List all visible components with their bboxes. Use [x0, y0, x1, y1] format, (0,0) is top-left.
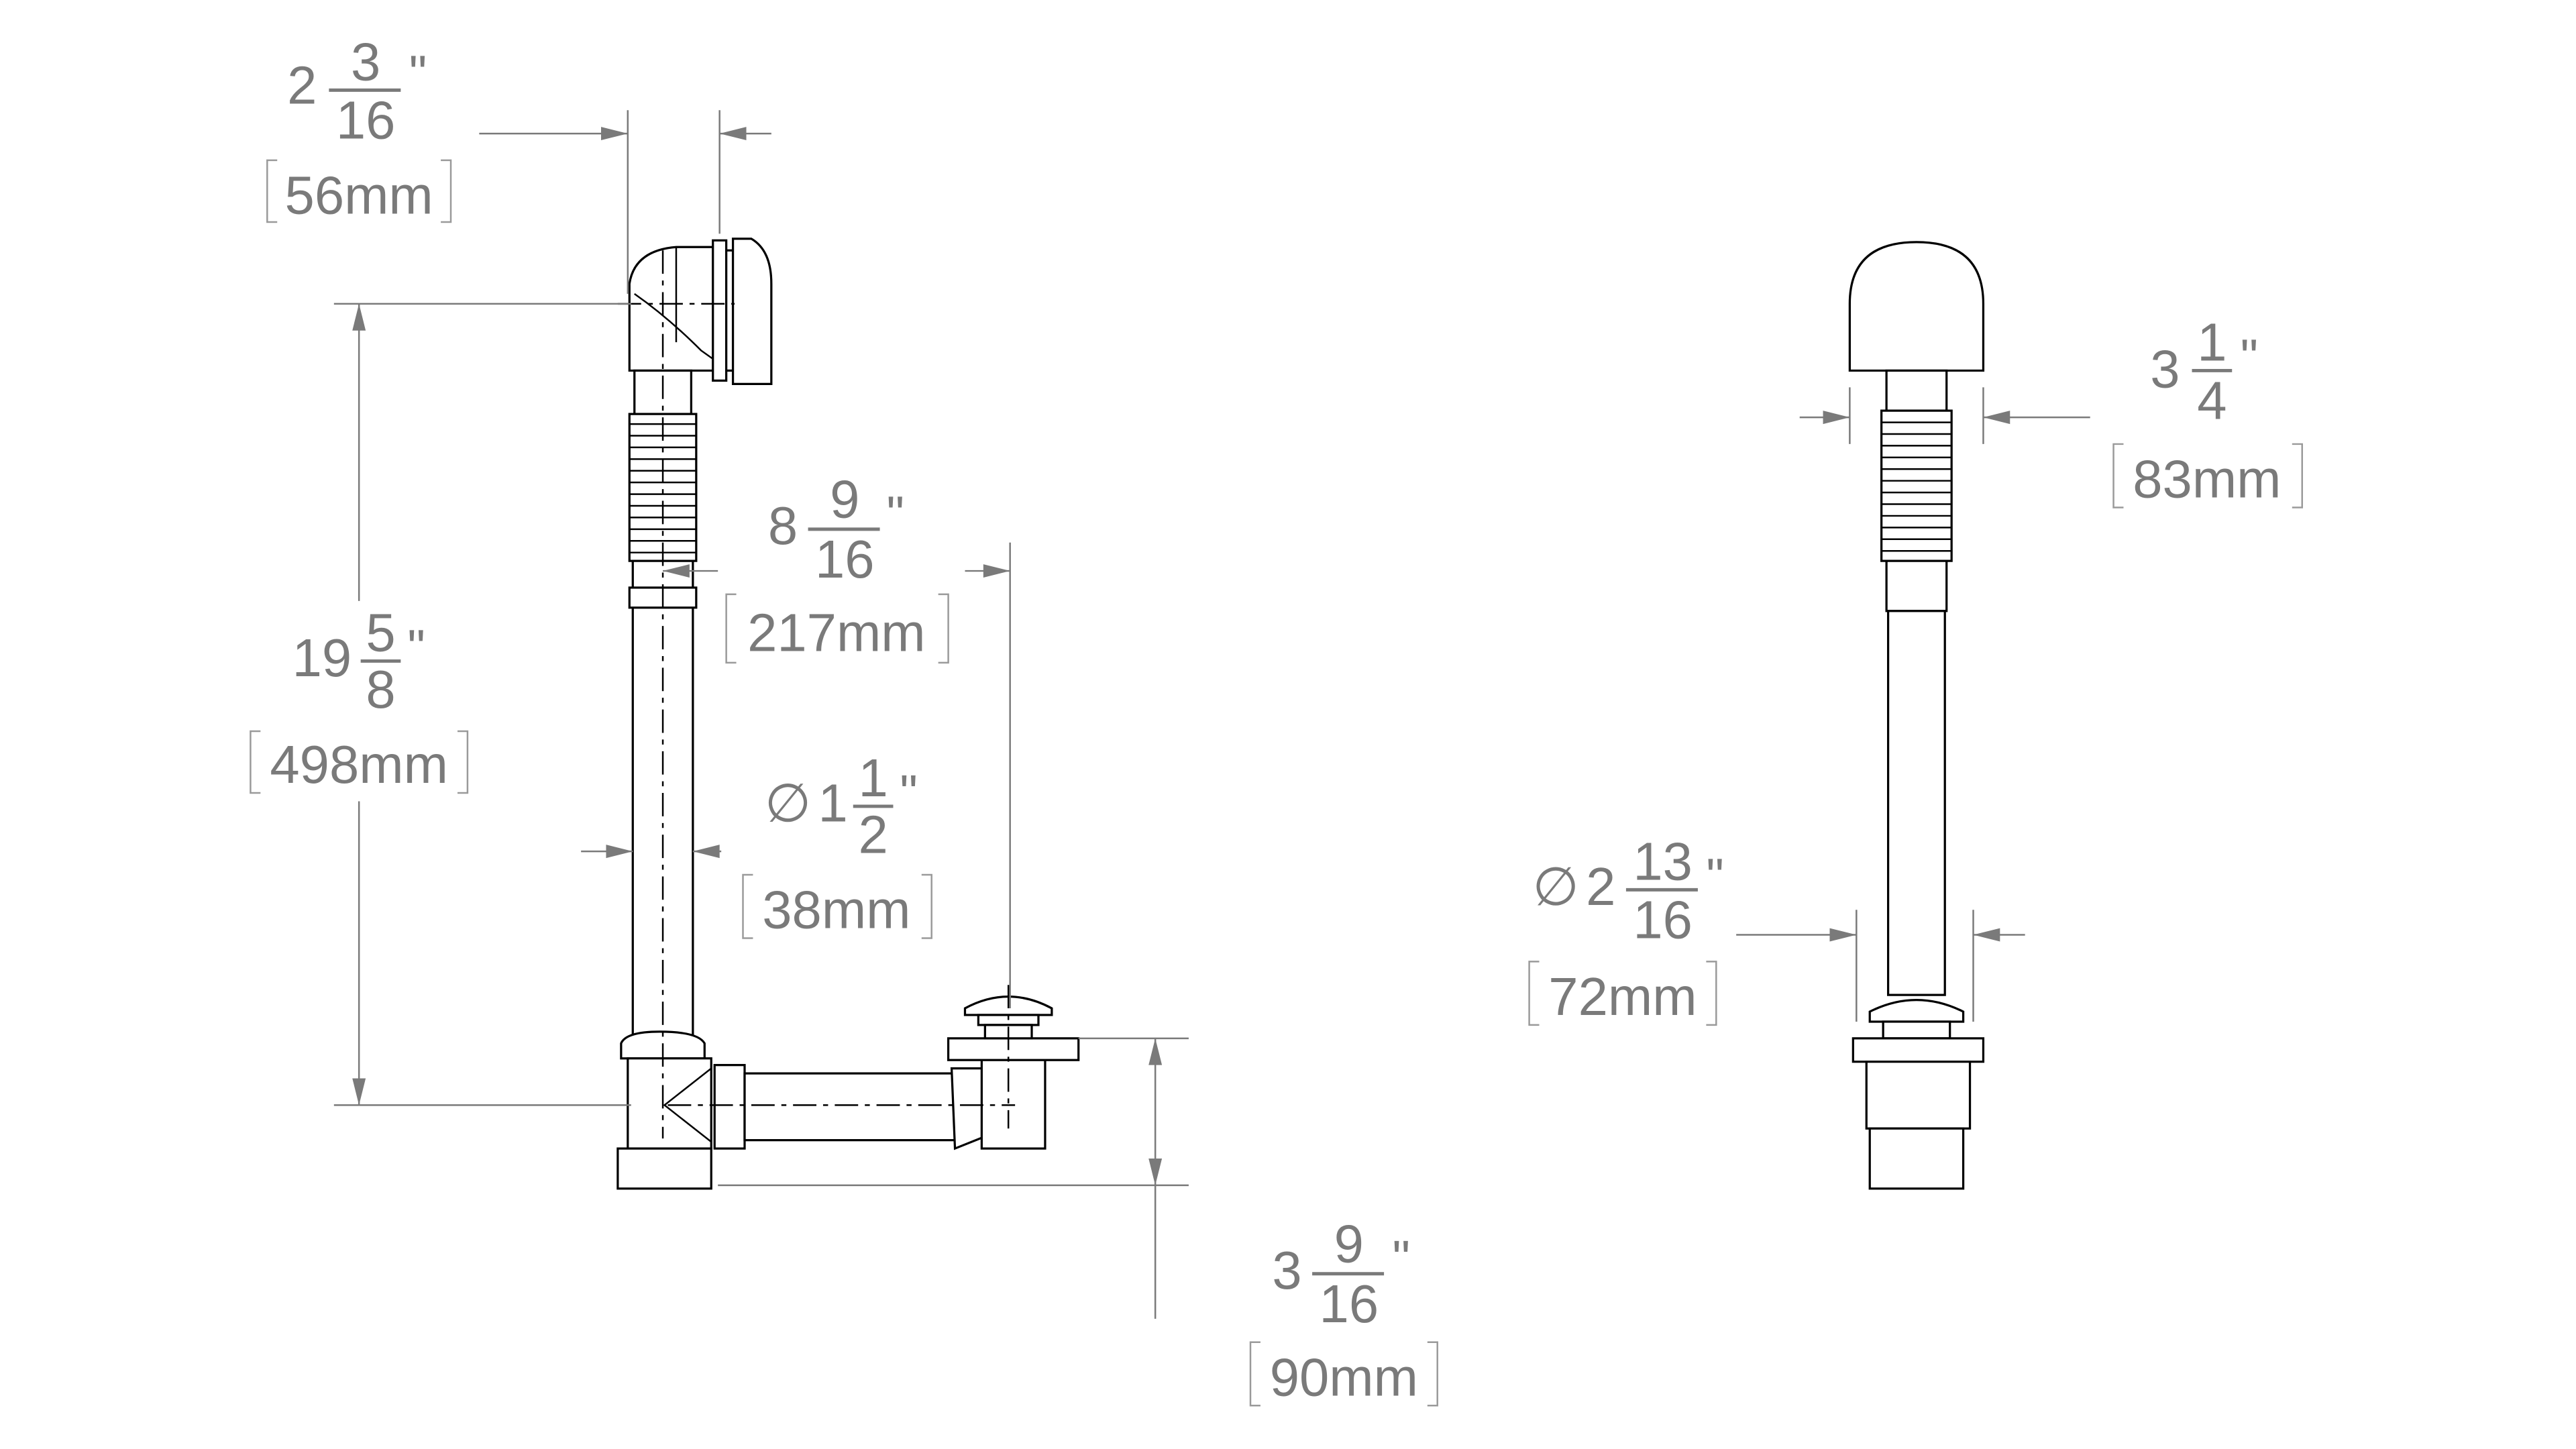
overflow-elbow [628, 246, 714, 372]
dim-inch-mark: " [900, 764, 917, 820]
diameter-symbol: ∅ [1533, 857, 1579, 916]
horizontal-slip-nut [713, 1064, 746, 1150]
upper-pipe-collar-front [1885, 369, 1948, 412]
dim-lines-elbow-offset [479, 110, 771, 294]
dim-mm: 498mm [270, 735, 448, 794]
horizontal-pipe [743, 1072, 963, 1142]
mm-brackets [1249, 1341, 1438, 1407]
arrowhead [663, 564, 690, 578]
drain-flange [947, 1037, 1080, 1061]
dim-numerator: 1 [2197, 313, 2226, 372]
dim-inch-mark: " [887, 485, 904, 541]
dim-numerator: 1 [858, 748, 888, 808]
dim-mm: 72mm [1548, 967, 1697, 1026]
arrowhead [692, 845, 720, 859]
drain-body-front [1865, 1061, 1972, 1130]
tailpipe-coupling-front [1885, 559, 1948, 612]
label-background [233, 600, 451, 802]
dim-lines-drain-diameter [1736, 910, 2025, 1022]
dim-inch-mark: " [2241, 328, 2258, 384]
bellows-ridges-front [1881, 421, 1952, 552]
overflow-cap-front [1848, 241, 1985, 372]
dim-denominator: 2 [858, 805, 888, 865]
mm-brackets [266, 159, 452, 223]
arrowhead [600, 127, 628, 141]
elbow-contour-line [634, 292, 714, 360]
diameter-symbol: ∅ [765, 773, 811, 833]
flexible-bellows-front [1880, 409, 1953, 562]
dim-inch-mark: " [1393, 1230, 1410, 1286]
arrowhead [352, 303, 366, 331]
arrowhead [1148, 1038, 1163, 1065]
dim-mm: 217mm [747, 603, 926, 663]
arrowhead [1148, 1159, 1163, 1185]
dim-denominator: 16 [1320, 1274, 1379, 1334]
dim-denominator: 4 [2197, 371, 2226, 431]
overflow-cap [731, 237, 773, 385]
waste-tee [627, 1057, 712, 1150]
arrowhead [1983, 411, 2010, 425]
arrowhead [1829, 928, 1857, 942]
tailpipe-front [1886, 610, 1946, 996]
dim-mm: 90mm [1270, 1347, 1418, 1407]
dim-numerator: 9 [830, 469, 859, 529]
dim-whole: 2 [287, 55, 317, 115]
arrowhead [352, 1078, 366, 1106]
dim-label-drain-height: 3 9 16 " 90mm [1249, 1214, 1438, 1407]
dimension-lines [333, 110, 2090, 1319]
arrowhead [719, 127, 747, 141]
mm-brackets [742, 873, 932, 939]
drain-stopper-front [1868, 999, 1965, 1023]
arrowhead [1823, 411, 1850, 425]
dim-denominator: 16 [815, 529, 875, 589]
mm-brackets [725, 593, 949, 664]
dim-mm: 38mm [762, 880, 910, 940]
drain-outlet-front [1868, 1127, 1965, 1190]
dim-lines-pipe-diameter [581, 845, 722, 859]
mm-brackets [1528, 961, 1717, 1026]
side-view-drawing [616, 237, 1080, 1190]
dim-denominator: 8 [366, 659, 395, 719]
dim-whole: 3 [2150, 339, 2180, 398]
dim-whole: 19 [292, 628, 352, 688]
arrowhead [1973, 928, 2000, 942]
dim-label-height: 19 5 8 " 498mm [233, 600, 469, 802]
mm-brackets [250, 730, 469, 794]
tee-outlet [616, 1147, 712, 1190]
dim-mm: 83mm [2133, 449, 2281, 509]
dim-lines-drain-height [718, 1037, 1189, 1319]
dim-label-horizontal-reach: 8 9 16 " 217mm [725, 469, 949, 664]
dim-lines-horizontal-reach [663, 542, 1011, 1009]
dim-numerator: 13 [1633, 831, 1693, 891]
tee-branch-line [663, 1067, 712, 1143]
dim-whole: 1 [818, 773, 847, 833]
dim-whole: 8 [768, 496, 798, 555]
dim-label-pipe-diameter: ∅ 1 1 2 " 38mm [742, 748, 932, 940]
overflow-flange [712, 239, 728, 382]
dim-numerator: 5 [366, 603, 395, 663]
drain-flange-front [1851, 1037, 1985, 1063]
mm-brackets [2112, 443, 2303, 508]
dim-numerator: 9 [1334, 1214, 1364, 1273]
dim-label-overflow-width: 3 1 4 " 83mm [2112, 313, 2303, 509]
dim-numerator: 3 [351, 32, 380, 91]
front-view-drawing [1848, 241, 1985, 1190]
dim-denominator: 16 [1633, 890, 1693, 950]
stopper-stem-front [1882, 1020, 1951, 1040]
bellows-outline-front [1880, 409, 1953, 562]
arrowhead [606, 845, 633, 859]
dim-whole: 3 [1272, 1240, 1301, 1300]
dim-denominator: 16 [336, 91, 396, 150]
dim-mm: 56mm [285, 166, 433, 225]
dim-lines-overflow-width [1799, 387, 2090, 444]
dim-label-drain-diameter: ∅ 2 13 16 " 72mm [1528, 831, 1724, 1026]
drain-body [980, 1057, 1046, 1150]
dim-inch-mark: " [1706, 847, 1724, 904]
dim-label-elbow-offset: 2 3 16 " 56mm [266, 32, 452, 225]
dim-inch-mark: " [407, 619, 425, 675]
dim-inch-mark: " [409, 44, 427, 101]
arrowhead [983, 564, 1010, 578]
dim-whole: 2 [1586, 857, 1615, 916]
